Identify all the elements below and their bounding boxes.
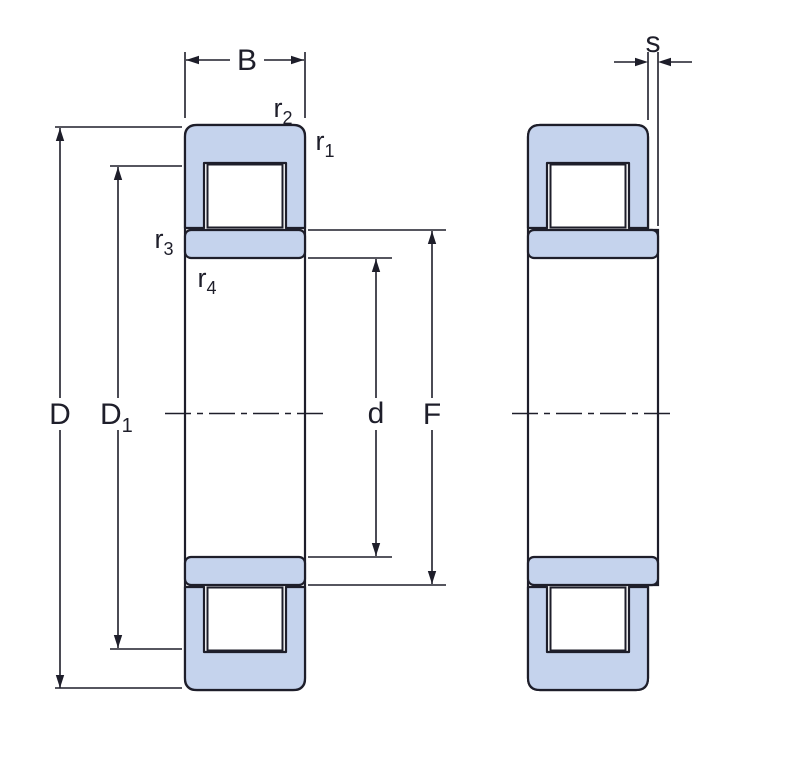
left-outer-ring-bottom-section [183, 585, 307, 692]
left-inner-ring-bottom-section [183, 555, 307, 587]
arrowhead [291, 55, 304, 65]
left-roller-top [206, 163, 284, 229]
right-roller-top [549, 163, 627, 229]
arrowhead [113, 167, 123, 180]
arrowhead [55, 675, 65, 688]
dimension-s: s [614, 26, 692, 226]
left-bearing-view [165, 123, 325, 692]
right-inner-ring-bottom-section [526, 555, 660, 587]
label-d: d [368, 397, 385, 430]
right-outer-ring-bottom-section [526, 585, 650, 692]
chamfer-radius-labels: r2 r1 r3 r4 [154, 93, 334, 298]
arrowhead [113, 635, 123, 648]
right-outer-ring-top-section [526, 123, 650, 230]
arrowhead [658, 57, 671, 67]
left-roller-bottom [206, 586, 284, 652]
label-r2: r2 [273, 93, 292, 128]
arrowhead [427, 571, 437, 584]
right-inner-ring-top-section [526, 228, 660, 260]
left-inner-ring-top-section [183, 228, 307, 260]
label-B: B [237, 44, 257, 77]
dimension-D: D [49, 126, 182, 689]
right-roller-bottom [549, 586, 627, 652]
arrowhead [635, 57, 648, 67]
label-r3: r3 [154, 224, 173, 259]
left-outer-ring-top-section [183, 123, 307, 230]
label-D1: D1 [100, 398, 133, 437]
dimension-d: d [308, 257, 392, 558]
label-r4: r4 [197, 263, 216, 298]
arrowhead [371, 543, 381, 556]
arrowhead [371, 259, 381, 272]
arrowhead [186, 55, 199, 65]
dimension-F: F [308, 229, 446, 586]
arrowhead [55, 128, 65, 141]
dimension-B: B [184, 44, 306, 118]
label-s: s [646, 26, 661, 59]
right-bearing-view [512, 123, 675, 692]
label-D: D [49, 398, 71, 431]
label-F: F [423, 398, 441, 431]
dimension-D1: D1 [100, 165, 182, 650]
arrowhead [427, 231, 437, 244]
label-r1: r1 [315, 126, 334, 161]
